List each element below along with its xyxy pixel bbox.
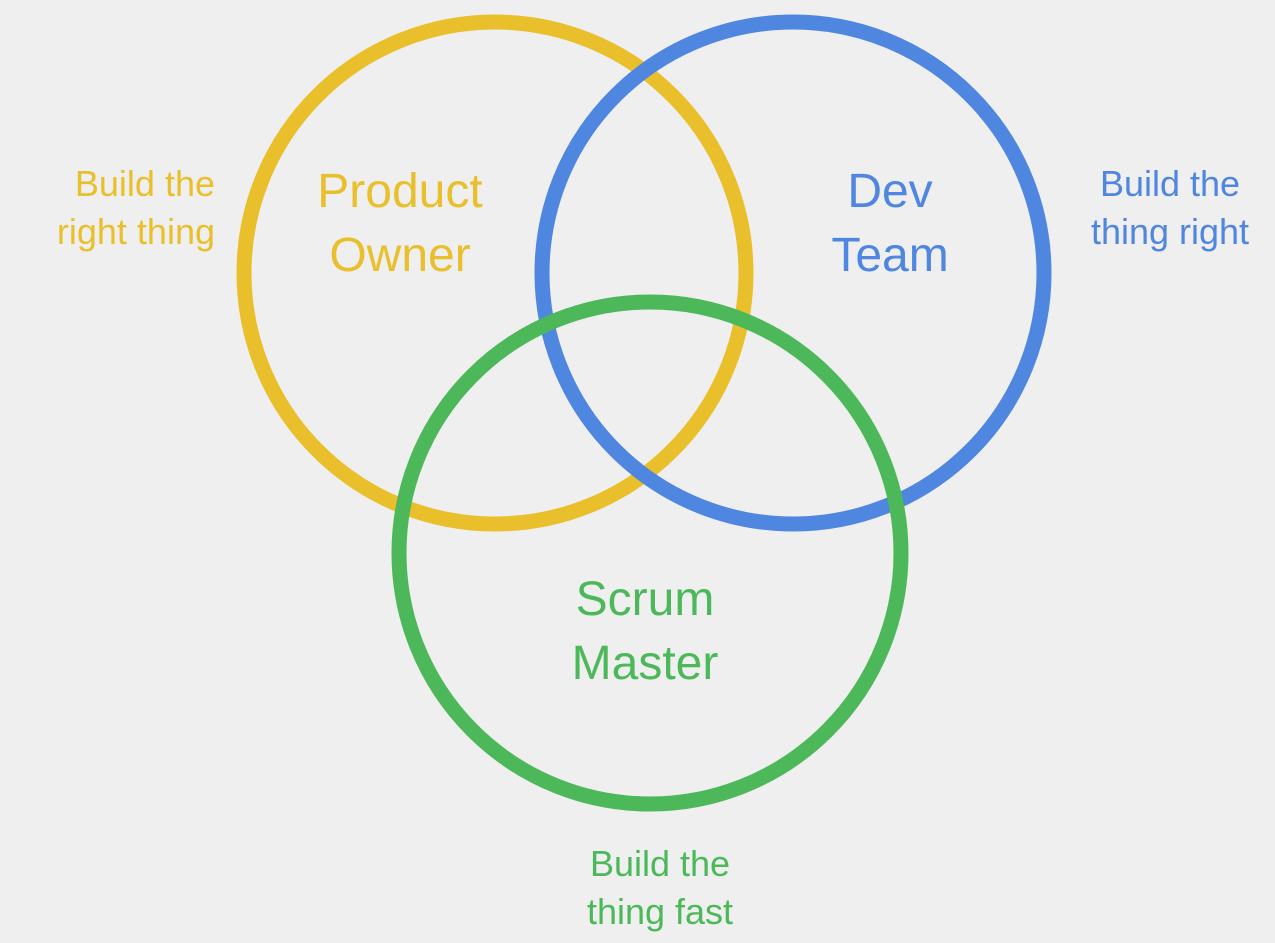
scrum-master-circle — [391, 294, 909, 812]
dev-team-tagline-line1: Build the — [1099, 163, 1241, 204]
scrum-master-label-line1: Scrum — [575, 573, 715, 626]
dev-team-tagline-line2: thing right — [1090, 211, 1250, 252]
dev-team-label: Dev Team — [780, 160, 1000, 288]
product-owner-tagline-line1: Build the — [74, 163, 215, 204]
scrum-master-tagline-line2: thing fast — [586, 891, 734, 932]
scrum-master-label-line2: Master — [571, 637, 719, 690]
product-owner-tagline: Build the right thing — [0, 160, 215, 256]
dev-team-label-line1: Dev — [847, 165, 933, 218]
product-owner-tagline-line2: right thing — [56, 211, 215, 252]
product-owner-circle — [236, 14, 754, 532]
dev-team-label-line2: Team — [831, 229, 949, 282]
product-owner-label-line1: Product — [317, 165, 483, 218]
scrum-master-tagline: Build the thing fast — [540, 840, 780, 936]
dev-team-circle — [534, 14, 1052, 532]
product-owner-label-line2: Owner — [329, 229, 471, 282]
product-owner-label: Product Owner — [280, 160, 520, 288]
scrum-master-tagline-line1: Build the — [589, 843, 731, 884]
scrum-master-label: Scrum Master — [520, 568, 770, 696]
dev-team-tagline: Build the thing right — [1065, 160, 1275, 256]
